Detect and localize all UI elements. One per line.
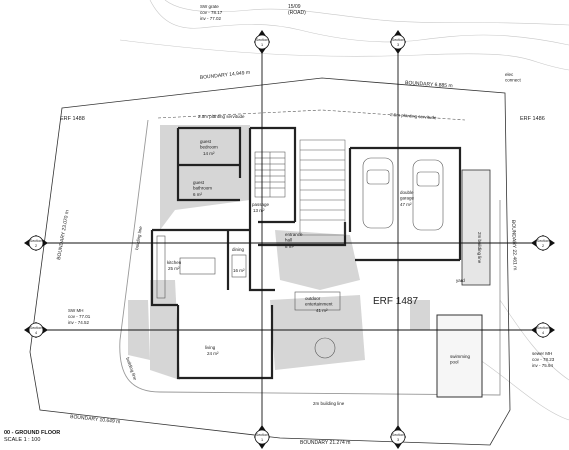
- building-line-label-left: building line: [134, 225, 143, 250]
- section-marker-4-left: Section 4: [24, 322, 48, 338]
- room-dining-area: 16 m²: [233, 268, 245, 273]
- kitchen-counters: [156, 235, 247, 299]
- title-block: 00 - GROUND FLOOR SCALE 1 : 100: [4, 430, 60, 444]
- boundary-right: BOUNDARY 22.461 m: [510, 220, 518, 271]
- building-line-path: [119, 119, 501, 396]
- road-label: 15/09(ROAD): [288, 4, 306, 16]
- svg-text:2: 2: [542, 244, 544, 248]
- boundary-top-left: BOUNDARY 14.949 m: [200, 70, 251, 81]
- section-marker-3-bottom: Section 3: [390, 425, 406, 449]
- svg-text:Section: Section: [256, 38, 269, 42]
- svg-text:Section: Section: [537, 326, 550, 330]
- section-marker-2-left: Section 2: [24, 235, 48, 251]
- room-outdoor-entertainment-area: 41 m²: [316, 308, 328, 313]
- svg-text:4: 4: [35, 331, 37, 335]
- house-walls: [150, 126, 462, 380]
- section-marker-2-right: Section 2: [531, 235, 555, 251]
- drawing-scale: SCALE 1 : 100: [4, 437, 41, 443]
- svg-text:Section: Section: [30, 326, 43, 330]
- section-marker-3-top: Section 3: [390, 30, 406, 54]
- sewer-mh-inv: inv - 75.94: [532, 363, 554, 368]
- sw-grate-inv: inv - 77.02: [200, 16, 222, 21]
- room-entrance-hall-area: 8 m²: [285, 244, 295, 249]
- erf-main-label: ERF 1487: [373, 296, 418, 307]
- section-marker-4-right: Section 4: [531, 322, 555, 338]
- svg-text:Section: Section: [537, 239, 550, 243]
- outdoor-furniture: [294, 291, 341, 359]
- entrance-steps: [299, 139, 346, 236]
- servitude-label-1: 2.5m planting servitude: [198, 114, 245, 119]
- svg-text:3: 3: [397, 438, 399, 442]
- yard-block: [461, 169, 491, 286]
- swimming-pool: [436, 314, 483, 398]
- boundary-left: BOUNDARY 23.070 m: [56, 210, 71, 261]
- section-marker-1-bottom: Section 1: [254, 425, 270, 449]
- room-double-garage-area: 47 m²: [400, 202, 412, 207]
- svg-text:3: 3: [397, 43, 399, 47]
- room-kitchen: kitchen: [167, 260, 182, 265]
- svg-text:Section: Section: [256, 433, 269, 437]
- terrain-contours: [119, 0, 569, 421]
- sw-grate-label: SW grate: [200, 4, 219, 9]
- boundary-bottom-right: BOUNDARY 21.274 m: [300, 440, 350, 446]
- sw-mh-inv: inv - 74.52: [68, 320, 90, 325]
- site-boundary: [29, 77, 511, 446]
- room-living: living: [205, 345, 216, 350]
- building-line-label-right: 2m building line: [477, 232, 482, 264]
- sw-grate-cov: cov - 78.17: [200, 10, 223, 15]
- sw-mh-label: SW MH: [68, 308, 84, 313]
- room-dining: dining: [232, 247, 245, 252]
- svg-text:1: 1: [261, 438, 263, 442]
- garage-cars: [362, 157, 444, 231]
- sewer-mh-cov: cov - 78.23: [532, 357, 555, 362]
- room-kitchen-area: 25 m²: [168, 266, 180, 271]
- stairs: [254, 151, 286, 198]
- svg-text:Section: Section: [392, 433, 405, 437]
- building-line-label-bottom: 2m building line: [313, 401, 345, 406]
- svg-text:4: 4: [542, 331, 544, 335]
- erf-left-label: ERF 1488: [60, 116, 85, 122]
- site-labels: 15/09(ROAD) ERF 1486 ERF 1488 ERF 1487 S…: [60, 4, 555, 368]
- section-markers: Section 1 Section 3 Section 2 Section 2 …: [24, 30, 555, 449]
- boundary-top-right: BOUNDARY 6.885 m: [405, 80, 453, 89]
- room-living-area: 24 m²: [207, 351, 219, 356]
- section-marker-1-top: Section 1: [254, 30, 270, 54]
- boundary-bottom-left: BOUNDARY 10.649 m: [70, 414, 121, 425]
- servitude-label-2: 2.5m planting servitude: [390, 112, 437, 120]
- svg-text:Section: Section: [30, 239, 43, 243]
- room-passage: passage: [252, 202, 270, 207]
- svg-text:1: 1: [261, 43, 263, 47]
- room-guest-bathroom-area: 6 m²: [193, 192, 203, 197]
- room-guest-bedroom-area: 14 m²: [203, 151, 215, 156]
- sw-mh-cov: cov - 77.01: [68, 314, 91, 319]
- svg-text:Section: Section: [392, 38, 405, 42]
- room-passage-area: 13 m²: [253, 208, 265, 213]
- erf-right-label: ERF 1486: [520, 116, 545, 122]
- svg-text:2: 2: [35, 244, 37, 248]
- sewer-mh-label: sewer MH: [532, 351, 552, 356]
- room-yard: yard: [456, 278, 465, 283]
- section-lines: [35, 40, 538, 432]
- drawing-title: 00 - GROUND FLOOR: [4, 430, 61, 436]
